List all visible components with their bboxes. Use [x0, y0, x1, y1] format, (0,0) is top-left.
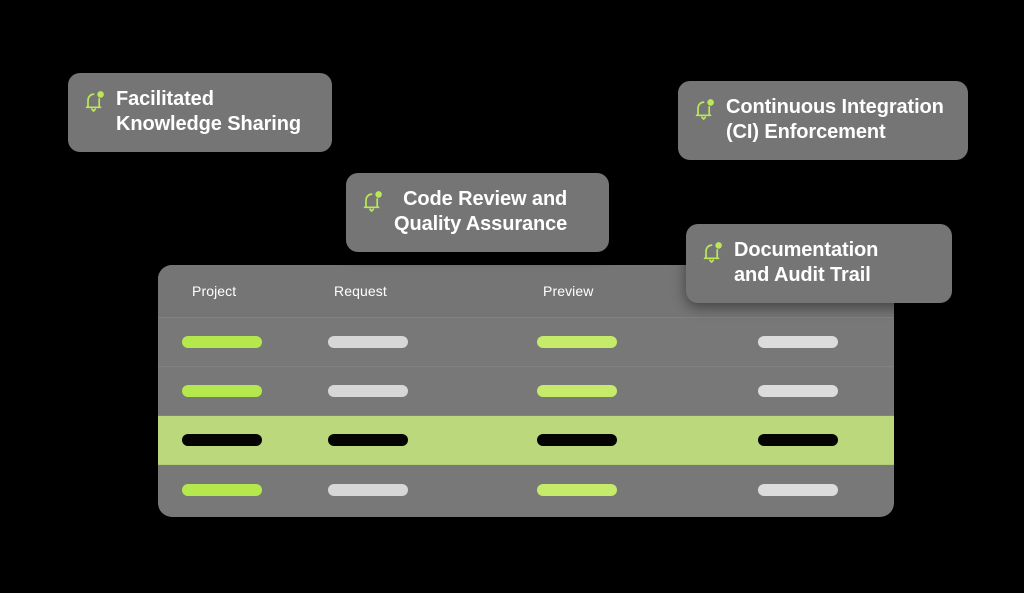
feature-card-ci-enforcement[interactable]: Continuous Integration (CI) Enforcement — [678, 81, 968, 161]
cell-placeholder-bar — [758, 434, 838, 446]
feature-card-label: Documentation and Audit Trail — [734, 239, 879, 287]
cell-placeholder-bar — [758, 484, 838, 496]
cell-placeholder-bar — [758, 385, 838, 397]
table-row[interactable] — [158, 367, 894, 416]
cell-placeholder-bar — [328, 434, 408, 446]
column-header-project[interactable]: Project — [192, 283, 237, 299]
table-row[interactable] — [158, 465, 894, 515]
table-row-selected[interactable] — [158, 416, 894, 465]
bell-notification-icon — [702, 241, 724, 265]
cell-placeholder-bar — [758, 336, 838, 348]
cell-placeholder-bar — [328, 336, 408, 348]
feature-card-documentation[interactable]: Documentation and Audit Trail — [686, 224, 952, 304]
feature-card-label: Continuous Integration (CI) Enforcement — [726, 96, 944, 144]
cell-placeholder-bar — [182, 434, 262, 446]
cell-placeholder-bar — [328, 484, 408, 496]
cell-placeholder-bar — [537, 434, 617, 446]
cell-placeholder-bar — [537, 385, 617, 397]
table-row[interactable] — [158, 318, 894, 367]
cell-placeholder-bar — [182, 336, 262, 348]
bell-notification-icon — [84, 90, 106, 114]
feature-card-label: Code Review and Quality Assurance — [394, 188, 568, 236]
column-header-request[interactable]: Request — [334, 283, 387, 299]
feature-card-label: Facilitated Knowledge Sharing — [116, 88, 301, 136]
cell-placeholder-bar — [182, 484, 262, 496]
cell-placeholder-bar — [537, 336, 617, 348]
feature-card-code-review[interactable]: Code Review and Quality Assurance — [346, 173, 609, 253]
cell-placeholder-bar — [328, 385, 408, 397]
bell-notification-icon — [362, 190, 384, 214]
cell-placeholder-bar — [537, 484, 617, 496]
cell-placeholder-bar — [182, 385, 262, 397]
bell-notification-icon — [694, 98, 716, 122]
column-header-preview[interactable]: Preview — [543, 283, 594, 299]
feature-card-knowledge-sharing[interactable]: Facilitated Knowledge Sharing — [68, 73, 332, 153]
